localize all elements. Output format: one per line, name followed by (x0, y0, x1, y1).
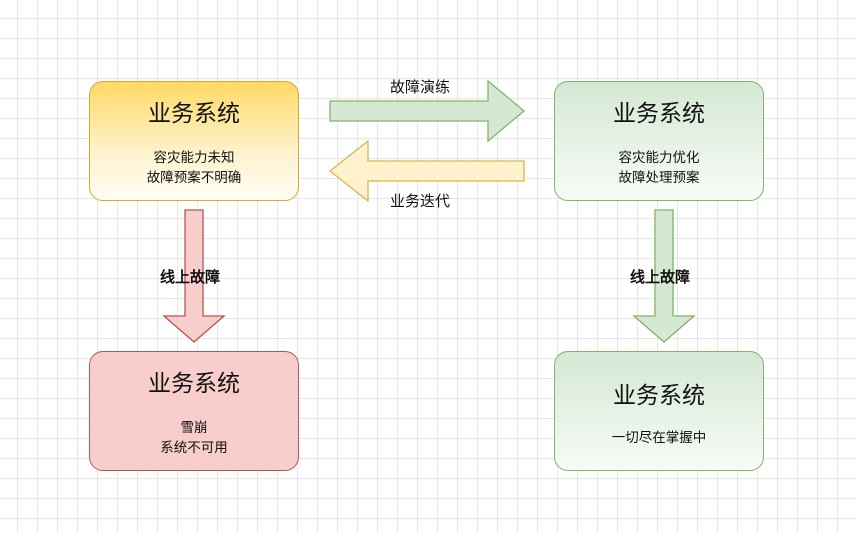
arrow-incident-left (162, 209, 226, 343)
node-title: 业务系统 (148, 101, 240, 127)
node-avalanche[interactable]: 业务系统 雪崩 系统不可用 (89, 351, 299, 471)
edge-label-incident-left: 线上故障 (160, 268, 221, 286)
node-title: 业务系统 (613, 101, 705, 127)
node-line: 故障预案不明确 (146, 170, 242, 186)
edge-label-iterate: 业务迭代 (390, 192, 451, 210)
node-line: 系统不可用 (160, 440, 228, 456)
arrow-iterate (328, 139, 525, 203)
node-optimized-resilience[interactable]: 业务系统 容灾能力优化 故障处理预案 (554, 81, 764, 201)
node-line: 容灾能力优化 (618, 150, 700, 166)
edge-label-incident-right: 线上故障 (630, 268, 691, 286)
node-under-control[interactable]: 业务系统 一切尽在掌握中 (554, 351, 764, 471)
arrow-drill (329, 79, 526, 143)
node-unknown-resilience[interactable]: 业务系统 容灾能力未知 故障预案不明确 (89, 81, 299, 201)
arrow-incident-right (632, 209, 696, 343)
node-title: 业务系统 (148, 371, 240, 397)
node-line: 容灾能力未知 (153, 150, 235, 166)
node-line: 故障处理预案 (618, 170, 700, 186)
node-title: 业务系统 (613, 383, 705, 409)
node-line: 一切尽在掌握中 (611, 430, 707, 446)
edge-label-drill: 故障演练 (390, 78, 451, 96)
node-line: 雪崩 (180, 420, 208, 436)
